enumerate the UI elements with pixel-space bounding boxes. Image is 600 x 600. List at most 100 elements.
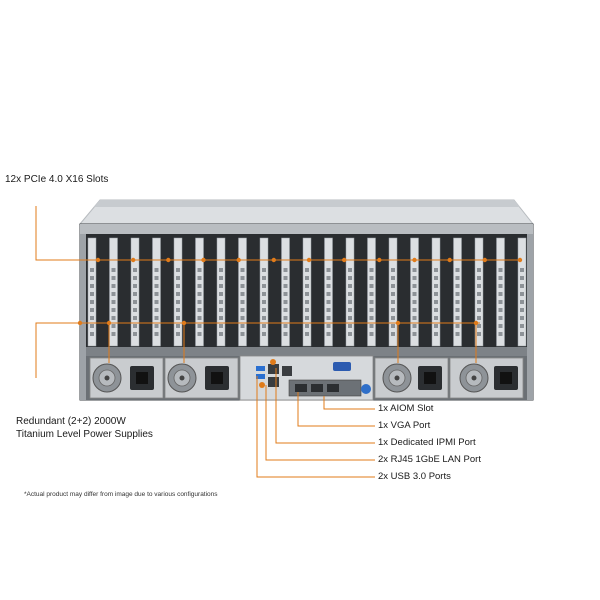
bracket-vent [283, 292, 288, 296]
bracket-vent [111, 308, 116, 312]
bracket-vent [455, 308, 460, 312]
bracket-vent [455, 268, 460, 272]
chassis-frame-top [80, 224, 533, 234]
bracket-vent [133, 268, 137, 272]
psu-right-1 [374, 357, 449, 399]
pcie-callout-dot [95, 257, 101, 263]
bracket-vent [262, 324, 266, 328]
bracket-vent [219, 284, 223, 288]
bracket-vent [434, 268, 438, 272]
bracket-vent [520, 284, 524, 288]
bracket-vent [240, 300, 245, 304]
bracket-vent [111, 300, 116, 304]
bracket-vent [111, 324, 116, 328]
bracket-vent [283, 284, 288, 288]
bracket-vent [197, 316, 202, 320]
bracket-vent [326, 332, 331, 336]
bracket-vent [455, 324, 460, 328]
power-supplies-label-line1: Redundant (2+2) 2000W [16, 416, 126, 427]
bracket-vent [240, 284, 245, 288]
bracket-vent [111, 284, 116, 288]
bracket-vent [412, 332, 417, 336]
bracket-vent [348, 308, 352, 312]
ipmi-port-label: 1x Dedicated IPMI Port [378, 437, 476, 448]
pcie-slots-label: 12x PCIe 4.0 X16 Slots [5, 174, 109, 185]
bracket-vent [477, 316, 481, 320]
chassis-left-edge [80, 234, 86, 400]
bracket-vent [348, 332, 352, 336]
bracket-vent [219, 316, 223, 320]
bracket-vent [455, 292, 460, 296]
io-panel [239, 355, 374, 401]
bracket-vent [520, 300, 524, 304]
bracket-vent [133, 292, 137, 296]
bracket-vent [498, 308, 503, 312]
bracket-vent [434, 324, 438, 328]
bracket-vent [520, 308, 524, 312]
lan-port-icon [268, 377, 279, 387]
bracket-vent [498, 284, 503, 288]
bracket-vent [369, 308, 374, 312]
bracket-vent [477, 324, 481, 328]
bracket-vent [369, 316, 374, 320]
bracket-vent [520, 276, 524, 280]
bracket-vent [240, 324, 245, 328]
bracket-vent [176, 308, 180, 312]
bracket-vent [391, 284, 395, 288]
bracket-vent [154, 316, 159, 320]
bracket-vent [154, 308, 159, 312]
bracket-vent [348, 276, 352, 280]
bracket-vent [348, 268, 352, 272]
bracket-vent [90, 268, 94, 272]
bracket-vent [477, 276, 481, 280]
bracket-vent [434, 300, 438, 304]
bracket-vent [240, 292, 245, 296]
bracket-vent [133, 276, 137, 280]
bracket-vent [176, 324, 180, 328]
usb-port-icon [256, 374, 265, 379]
bracket-vent [305, 276, 309, 280]
bracket-vent [219, 292, 223, 296]
lan-port-label: 2x RJ45 1GbE LAN Port [378, 454, 481, 465]
bracket-vent [305, 300, 309, 304]
bracket-vent [90, 332, 94, 336]
bracket-vent [348, 316, 352, 320]
pcie-callout-dot [482, 257, 487, 263]
bracket-vent [326, 300, 331, 304]
bracket-vent [455, 276, 460, 280]
bracket-vent [262, 308, 266, 312]
bracket-vent [240, 276, 245, 280]
bracket-vent [305, 268, 309, 272]
vga-port-label: 1x VGA Port [378, 420, 431, 431]
bracket-vent [133, 308, 137, 312]
bracket-vent [369, 324, 374, 328]
usb-ports-label: 2x USB 3.0 Ports [378, 471, 451, 482]
bracket-vent [111, 316, 116, 320]
pcie-callout-dot [131, 257, 136, 263]
bracket-vent [391, 316, 395, 320]
bracket-vent [240, 332, 245, 336]
bracket-vent [133, 300, 137, 304]
chassis-top-shade [94, 200, 520, 207]
bracket-vent [455, 316, 460, 320]
bracket-vent [219, 276, 223, 280]
pcie-callout-dot [306, 257, 312, 263]
ipmi-port-icon [282, 366, 292, 376]
bracket-vent [520, 324, 524, 328]
bracket-vent [111, 292, 116, 296]
bracket-vent [111, 332, 116, 336]
aiom-slot-label: 1x AIOM Slot [378, 403, 434, 414]
orange-marker [259, 382, 265, 388]
bracket-vent [133, 332, 137, 336]
disclaimer-footnote: *Actual product may differ from image du… [24, 491, 218, 498]
bracket-vent [412, 276, 417, 280]
bracket-vent [90, 292, 94, 296]
bracket-vent [348, 292, 352, 296]
bracket-vent [326, 284, 331, 288]
bracket-vent [90, 276, 94, 280]
bracket-vent [305, 308, 309, 312]
bracket-vent [434, 292, 438, 296]
bracket-vent [176, 300, 180, 304]
bracket-vent [305, 324, 309, 328]
bracket-vent [176, 276, 180, 280]
